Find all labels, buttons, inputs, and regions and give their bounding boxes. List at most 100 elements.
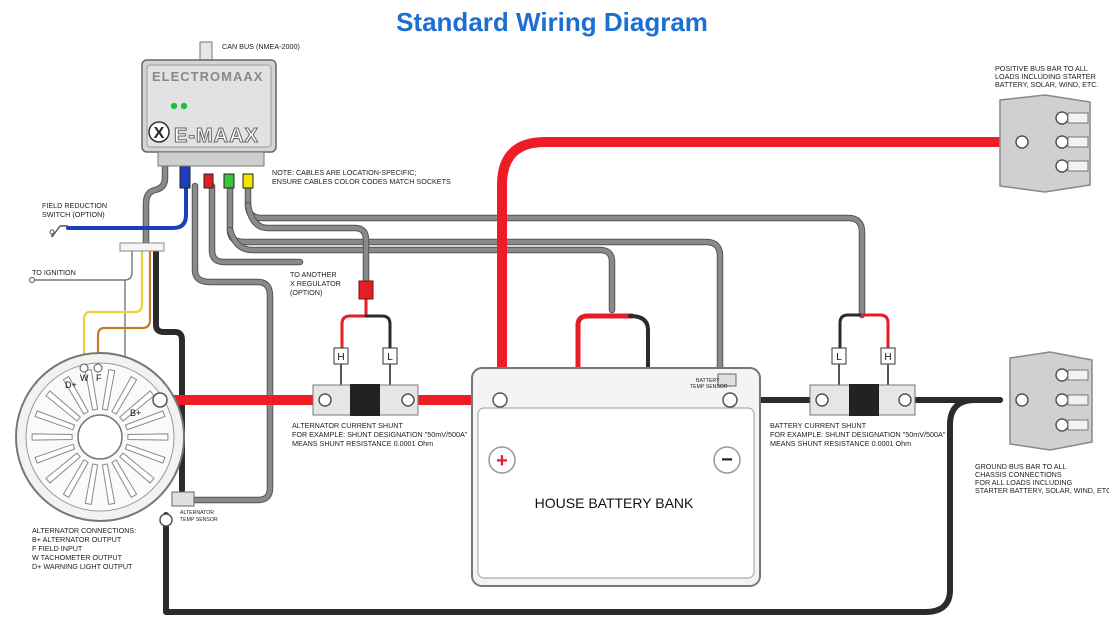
wire-batt-shunt-sense-red [860, 313, 890, 352]
positive-bus-lug-3 [1067, 160, 1089, 172]
alternator-shunt: H L [312, 347, 419, 416]
ignition-label: TO IGNITION [32, 268, 76, 277]
batt-shunt-line1: BATTERY CURRENT SHUNT [770, 421, 867, 430]
alternator-vane [84, 463, 99, 505]
batt-temp-sensor-line1: BATTERY [696, 378, 720, 384]
field-reduction-switch: FIELD REDUCTION SWITCH (OPTION) [42, 201, 107, 238]
positive-symbol: + [496, 450, 508, 472]
switch-contact-icon [49, 229, 55, 235]
alternator-vane [34, 443, 76, 464]
wire-alt-shunt-sense-black [364, 314, 392, 352]
batt-shunt-h-label: H [884, 352, 891, 363]
battery-neg-post-icon [722, 392, 738, 408]
positive-bus-bar [999, 94, 1091, 193]
wire-regulator-harness [142, 156, 169, 249]
ground-bus-stud-3-icon [1055, 418, 1069, 432]
positive-bus-stud-main-icon [1015, 135, 1029, 149]
alternator-vane [101, 463, 116, 505]
ground-bus-line3: FOR ALL LOADS INCLUDING [975, 478, 1073, 487]
alternator-vane [62, 459, 89, 499]
battery-temp-sensor [717, 373, 737, 387]
socket-green [223, 173, 235, 189]
wire-batt-shunt-sense-black [838, 313, 864, 352]
ground-bus-bar [1009, 351, 1093, 451]
ground-bus-stud-main-icon [1015, 393, 1029, 407]
alternator: D+ W F B+ ALTERNATOR TEMP SENSOR [15, 352, 218, 527]
wire-field-blue [66, 173, 188, 230]
battery-pos-post-icon [492, 392, 508, 408]
wire-harness-black [153, 245, 185, 493]
shunt-l-label: L [387, 352, 393, 363]
ground-bus-lug-2 [1067, 394, 1089, 406]
battery-lid [477, 407, 755, 579]
wire-yellow-w [82, 248, 144, 365]
alternator-vane [62, 375, 89, 415]
alt-connection-dplus: D+ WARNING LIGHT OUTPUT [32, 562, 133, 571]
positive-terminal-icon [488, 446, 516, 474]
alternator-vane [45, 390, 82, 422]
wire-signal-3-inner [227, 227, 615, 313]
terminal-dplus-label: D+ [65, 380, 77, 390]
cable-note-line1: NOTE: CABLES ARE LOCATION-SPECIFIC; [272, 168, 416, 177]
wires [32, 137, 1005, 615]
diagram-title: Standard Wiring Diagram [396, 7, 708, 37]
alternator-vane [111, 375, 138, 415]
alternator-vane [101, 369, 116, 411]
batt-shunt-line3: MEANS SHUNT RESISTANCE 0.0001 Ohm [770, 439, 911, 448]
alt-connection-f: F FIELD INPUT [32, 544, 83, 553]
alternator-harness [119, 242, 165, 252]
wire-orange-f [96, 248, 152, 365]
alternator-vane [31, 433, 73, 441]
battery-label: HOUSE BATTERY BANK [535, 495, 694, 511]
positive-bus-line1: POSITIVE BUS BAR TO ALL [995, 64, 1088, 73]
can-bus-label: CAN BUS (NMEA-2000) [222, 42, 300, 51]
x-logo-icon [148, 121, 170, 143]
positive-bus-stud-2-icon [1055, 135, 1069, 149]
status-led-2 [180, 102, 188, 110]
ground-bus-lug-3 [1067, 419, 1089, 431]
batt-shunt-line2: FOR EXAMPLE: SHUNT DESIGNATION "50mV/500… [770, 430, 946, 439]
shunt-stud-right-icon [401, 393, 415, 407]
alternator-vane [34, 410, 76, 431]
can-bus-connector [199, 41, 213, 61]
alternator-hub [77, 414, 123, 460]
another-regulator-line3: (OPTION) [290, 288, 322, 297]
positive-bus-stud-1-icon [1055, 111, 1069, 125]
alt-connection-bplus: B+ ALTERNATOR OUTPUT [32, 535, 122, 544]
bplus-stud-icon [152, 392, 168, 408]
wire-alt-temp-inner [187, 183, 273, 503]
alt-shunt-line2: FOR EXAMPLE: SHUNT DESIGNATION "50mV/500… [292, 430, 468, 439]
ground-bus-line1: GROUND BUS BAR TO ALL [975, 462, 1067, 471]
shunt-element [350, 384, 380, 416]
alternator-vane [118, 452, 155, 484]
batt-shunt-element [849, 384, 879, 416]
shunt-h-label: H [337, 352, 344, 363]
regulator-face [146, 64, 272, 148]
alternator-terminal-w [93, 363, 103, 373]
wire-positive-battery-bus [497, 137, 1005, 383]
ground-bus-stud-1-icon [1055, 368, 1069, 382]
another-regulator-line1: TO ANOTHER [290, 270, 337, 279]
wire-regulator-harness-inner [143, 157, 168, 248]
cable-note-line2: ENSURE CABLES COLOR CODES MATCH SOCKETS [272, 177, 451, 186]
batt-shunt-stud-left-icon [815, 393, 829, 407]
regulator-brand: ELECTROMAAX [152, 69, 263, 84]
alt-shunt-line3: MEANS SHUNT RESISTANCE 0.0001 Ohm [292, 439, 433, 448]
alternator-terminal-dplus [79, 363, 89, 373]
alternator-temp-sensor [171, 491, 195, 507]
negative-terminal-icon [713, 446, 741, 474]
wire-signal-5-inner [245, 202, 369, 283]
regulator: CAN BUS (NMEA-2000) ELECTROMAAX X E-MAAX [141, 41, 300, 189]
batt-shunt-stud-right-icon [898, 393, 912, 407]
wire-signal-4-inner [209, 183, 303, 265]
positive-bus-line3: BATTERY, SOLAR, WIND, ETC. [995, 80, 1098, 89]
ground-bus-lug-1 [1067, 369, 1089, 381]
ground-bus-line2: CHASSIS CONNECTIONS [975, 470, 1062, 479]
alternator-vane [111, 459, 138, 499]
batt-temp-sensor-line2: TEMP SENSOR [690, 384, 728, 390]
alternator-vane [45, 452, 82, 484]
ground-stud-icon [159, 513, 173, 527]
field-switch-line2: SWITCH (OPTION) [42, 210, 105, 219]
ignition-terminal-icon [29, 277, 35, 283]
terminal-bplus-label: B+ [130, 408, 141, 418]
